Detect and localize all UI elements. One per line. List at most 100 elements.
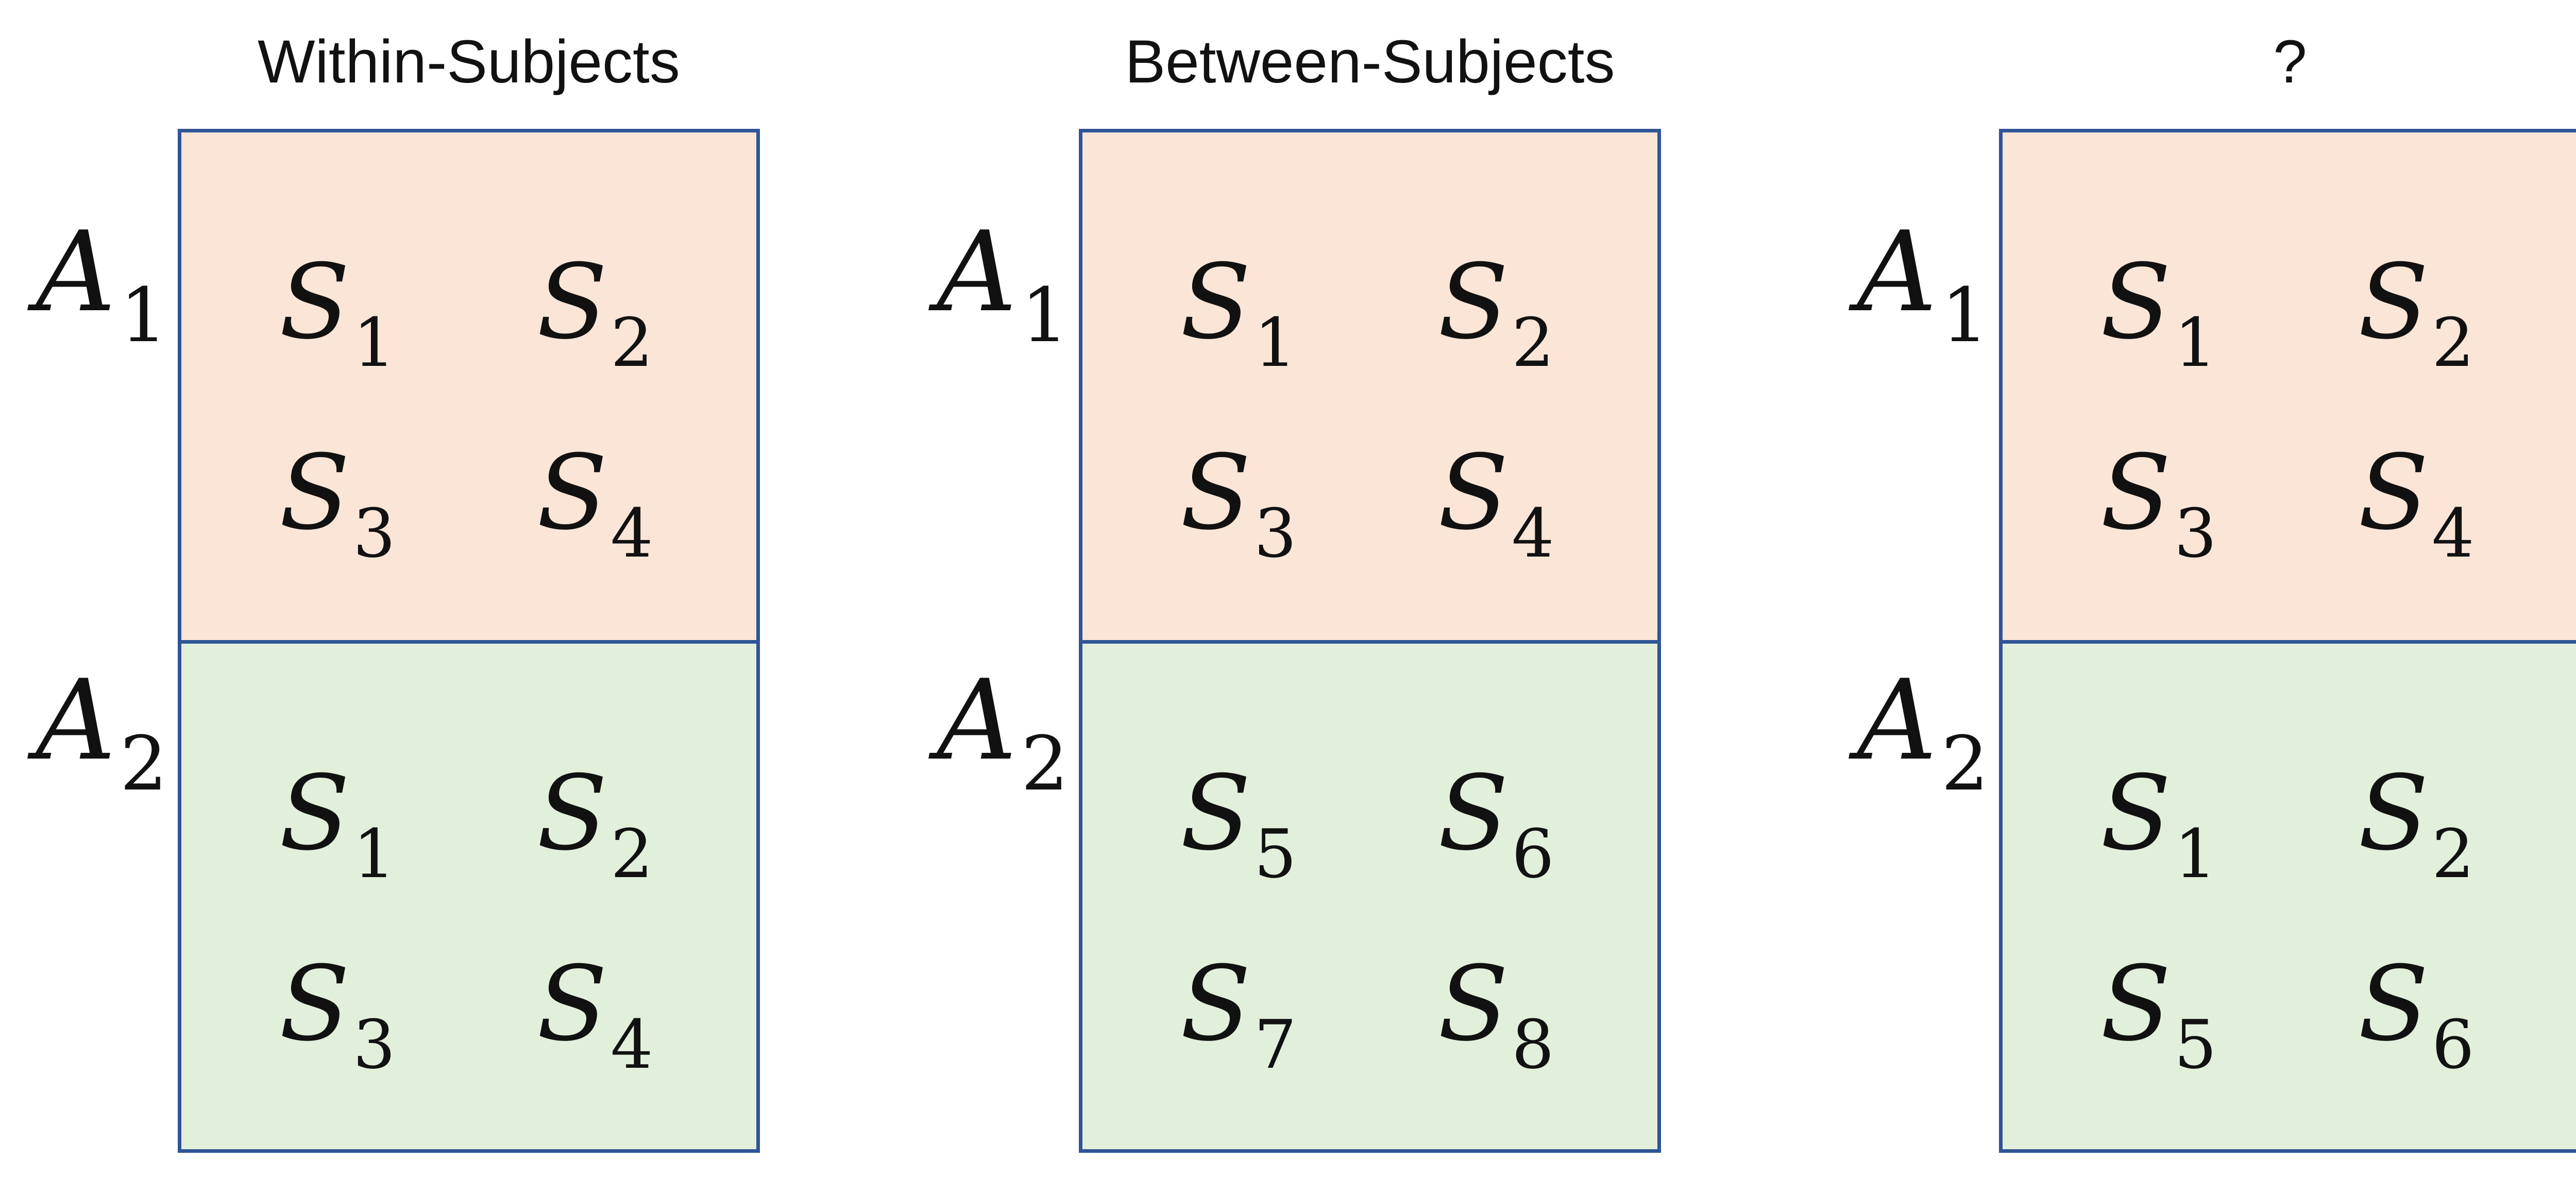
subject-index: 2 (2432, 304, 2475, 382)
subject-index: 4 (611, 1005, 653, 1084)
subject-index: 8 (1512, 1005, 1554, 1084)
subject-letter: S (1438, 753, 1509, 873)
subject-letter: S (1438, 242, 1509, 362)
subject-letter: S (537, 433, 608, 553)
subject-label: S4 (1438, 442, 1554, 567)
subject-label: S4 (537, 953, 653, 1079)
subject-index: 2 (2432, 815, 2475, 893)
subject-letter: S (1180, 944, 1251, 1064)
subject-index: 2 (611, 815, 653, 893)
condition-index: 2 (120, 720, 167, 808)
subject-label: S5 (2100, 953, 2217, 1079)
subject-index: 1 (2174, 304, 2217, 382)
subject-letter: S (2358, 753, 2429, 873)
subject-index: 3 (1254, 494, 1297, 573)
subject-letter: S (1180, 433, 1251, 553)
condition-label: A1 (1850, 216, 1989, 353)
subject-label: S4 (537, 442, 653, 567)
subject-label: S2 (537, 251, 653, 377)
subject-label: S2 (537, 762, 653, 888)
subject-letter: S (2100, 433, 2172, 553)
condition-index: 2 (1941, 720, 1989, 808)
condition-index: 1 (120, 272, 167, 359)
subject-index: 6 (1512, 815, 1554, 893)
subject-label: S3 (279, 953, 396, 1079)
subject-label: S2 (1438, 251, 1554, 377)
condition-letter: A (36, 207, 116, 337)
panel-title: ? (2273, 28, 2307, 96)
subject-index: 1 (353, 815, 396, 893)
subject-letter: S (2100, 242, 2172, 362)
condition-label: A2 (929, 665, 1069, 801)
condition-label: A2 (28, 665, 167, 801)
subject-letter: S (2358, 433, 2429, 553)
subject-index: 2 (1512, 304, 1554, 382)
subject-index: 1 (353, 304, 396, 382)
subject-letter: S (2358, 944, 2429, 1064)
condition-index: 1 (1021, 272, 1069, 359)
subject-index: 4 (2432, 494, 2475, 573)
subject-index: 1 (2174, 815, 2217, 893)
condition-letter: A (937, 656, 1017, 785)
subject-index: 3 (2174, 494, 2217, 573)
condition-label: A1 (929, 216, 1069, 353)
subject-label: S2 (2358, 251, 2475, 377)
subject-index: 2 (611, 304, 653, 382)
subject-letter: S (537, 944, 608, 1064)
subject-label: S2 (2358, 762, 2475, 888)
subject-letter: S (279, 242, 350, 362)
subject-letter: S (2100, 753, 2172, 873)
subject-letter: S (2100, 944, 2172, 1064)
subject-label: S1 (279, 251, 396, 377)
condition-letter: A (1857, 207, 1937, 337)
subject-label: S4 (2358, 442, 2475, 567)
subject-label: S3 (2100, 442, 2217, 567)
subject-label: S1 (2100, 251, 2217, 377)
subject-label: S8 (1438, 953, 1554, 1079)
subject-letter: S (279, 753, 350, 873)
subject-index: 6 (2432, 1005, 2475, 1084)
subject-index: 5 (1254, 815, 1297, 893)
subject-label: S3 (1180, 442, 1297, 567)
subject-letter: S (279, 944, 350, 1064)
panel-title: Within-Subjects (258, 28, 680, 96)
subject-index: 3 (353, 494, 396, 573)
subject-index: 5 (2174, 1005, 2217, 1084)
subject-letter: S (1180, 242, 1251, 362)
subject-letter: S (537, 242, 608, 362)
condition-label: A1 (28, 216, 167, 353)
subject-label: S6 (2358, 953, 2475, 1079)
condition-letter: A (1857, 656, 1937, 785)
subject-letter: S (1438, 944, 1509, 1064)
condition-label: A2 (1850, 665, 1989, 801)
condition-letter: A (937, 207, 1017, 337)
condition-index: 2 (1021, 720, 1069, 808)
subject-letter: S (1180, 753, 1251, 873)
subject-index: 4 (611, 494, 653, 573)
subject-letter: S (279, 433, 350, 553)
subject-letter: S (1438, 433, 1509, 553)
subject-label: S5 (1180, 762, 1297, 888)
panel-title: Between-Subjects (1125, 28, 1615, 96)
subject-label: S1 (279, 762, 396, 888)
subject-label: S6 (1438, 762, 1554, 888)
subject-index: 1 (1254, 304, 1297, 382)
subject-letter: S (537, 753, 608, 873)
condition-letter: A (36, 656, 116, 785)
subject-index: 3 (353, 1005, 396, 1084)
subject-label: S1 (2100, 762, 2217, 888)
subject-label: S3 (279, 442, 396, 567)
subject-index: 4 (1512, 494, 1554, 573)
subject-label: S7 (1180, 953, 1297, 1079)
